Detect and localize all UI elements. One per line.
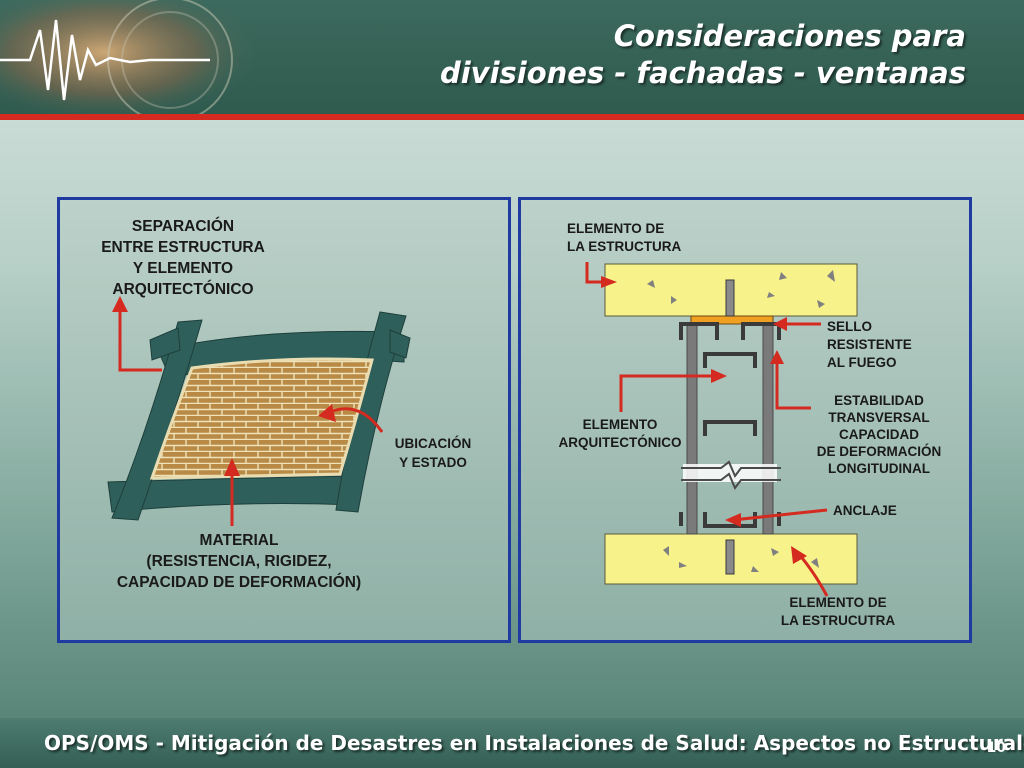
title-line-1: Consideraciones para <box>613 19 966 53</box>
slide-title: Consideraciones para divisiones - fachad… <box>440 18 966 92</box>
structure-element-top-label: ELEMENTO DE LA ESTRUCTURA <box>567 221 682 254</box>
anchor-label: ANCLAJE <box>833 503 897 518</box>
top-anchor <box>725 279 735 317</box>
diagram-panel-partition-detail: ELEMENTO DE LA ESTRUCTURA SELLO RESISTEN… <box>518 197 972 643</box>
bottom-anchor <box>725 539 735 575</box>
diagram-panel-separation: SEPARACIÓN ENTRE ESTRUCTURA Y ELEMENTO A… <box>57 197 511 643</box>
fire-seal-label: SELLO RESISTENTE AL FUEGO <box>827 319 912 370</box>
arrow-architectural-icon <box>619 374 717 412</box>
slide-header: Consideraciones para divisiones - fachad… <box>0 0 1024 116</box>
arrowhead <box>112 296 128 312</box>
title-line-2: divisiones - fachadas - ventanas <box>439 56 966 90</box>
location-label: UBICACIÓN Y ESTADO <box>394 436 472 470</box>
stability-label: ESTABILIDAD TRANSVERSAL CAPACIDAD DE DEF… <box>816 393 942 476</box>
header-divider <box>0 114 1024 120</box>
arrow-location-icon <box>329 407 384 433</box>
arrow-anchor-icon <box>732 508 828 522</box>
page-number: 10 <box>986 740 1006 756</box>
masonry-wall <box>149 357 374 480</box>
slide-footer <box>0 718 1024 768</box>
material-label: MATERIAL (RESISTENCIA, RIGIDEZ, CAPACIDA… <box>116 532 362 591</box>
partition-section-diagram <box>585 262 858 597</box>
footer-text: OPS/OMS - Mitigación de Desastres en Ins… <box>44 731 1024 755</box>
arrow-separation-icon <box>118 308 162 372</box>
arrow-structure-top-icon <box>585 262 603 284</box>
arrow-stability-icon <box>775 360 811 410</box>
structure-element-bottom-label: ELEMENTO DE LA ESTRUCUTRA <box>780 595 896 628</box>
separation-label: SEPARACIÓN ENTRE ESTRUCTURA Y ELEMENTO A… <box>101 218 265 298</box>
aggregate-specks <box>647 270 835 572</box>
architectural-element-label: ELEMENTO ARQUITECTÓNICO <box>558 417 682 450</box>
ops-logo-icon <box>0 0 260 116</box>
wall-frame-diagram <box>107 296 411 526</box>
